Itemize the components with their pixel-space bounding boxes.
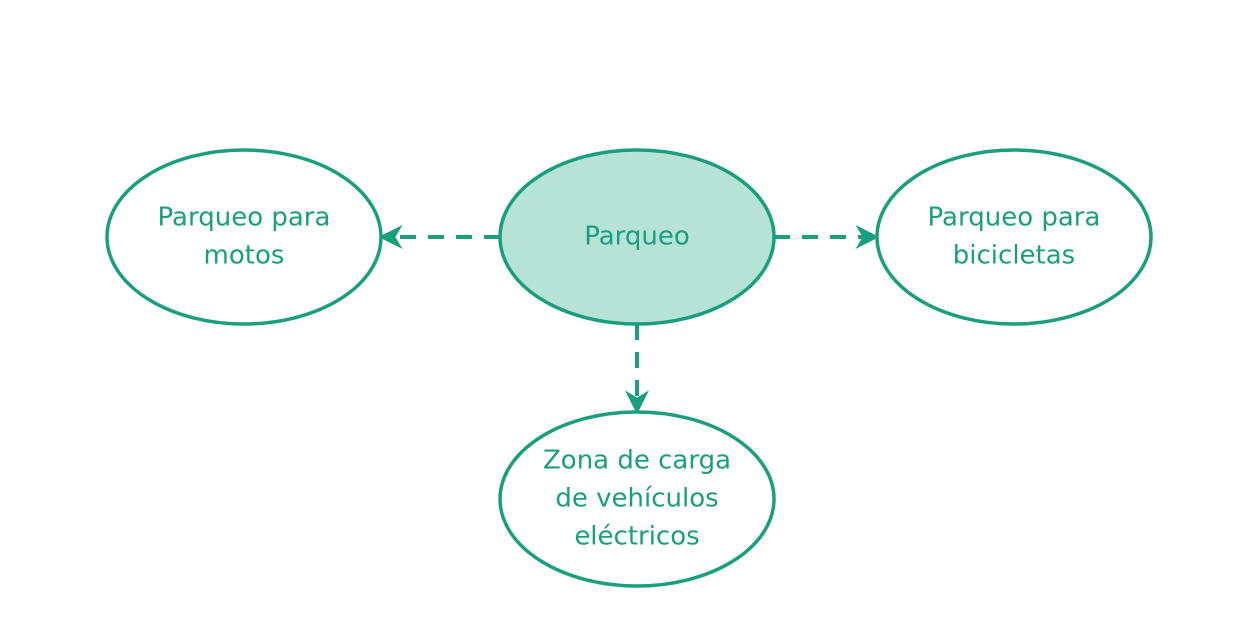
node-right-label-line-1: bicicletas [953,241,1075,271]
node-left-shape [105,148,383,326]
node-right-label-line-0: Parqueo para [928,203,1101,233]
node-center-label-line-0: Parqueo [584,222,690,252]
edges-layer [378,225,880,415]
nodes-layer: Parqueo Parqueo para motos Parqueo para bici… [105,148,1153,588]
node-bottom-label-line-1: de vehículos [555,484,718,514]
node-left-label-line-1: motos [204,241,285,271]
node-right: Parqueo para bicicletas [875,148,1153,326]
node-bottom-label-line-2: eléctricos [574,522,699,552]
node-left: Parqueo para motos [105,148,383,326]
node-bottom-shape [498,410,776,588]
node-bottom: Zona de carga de vehículos eléctricos [498,410,776,588]
node-center-shape [498,148,776,326]
node-left-label-line-0: Parqueo para [158,203,331,233]
node-bottom-label-line-0: Zona de carga [543,446,731,476]
node-right-shape [875,148,1153,326]
node-center: Parqueo [498,148,776,326]
